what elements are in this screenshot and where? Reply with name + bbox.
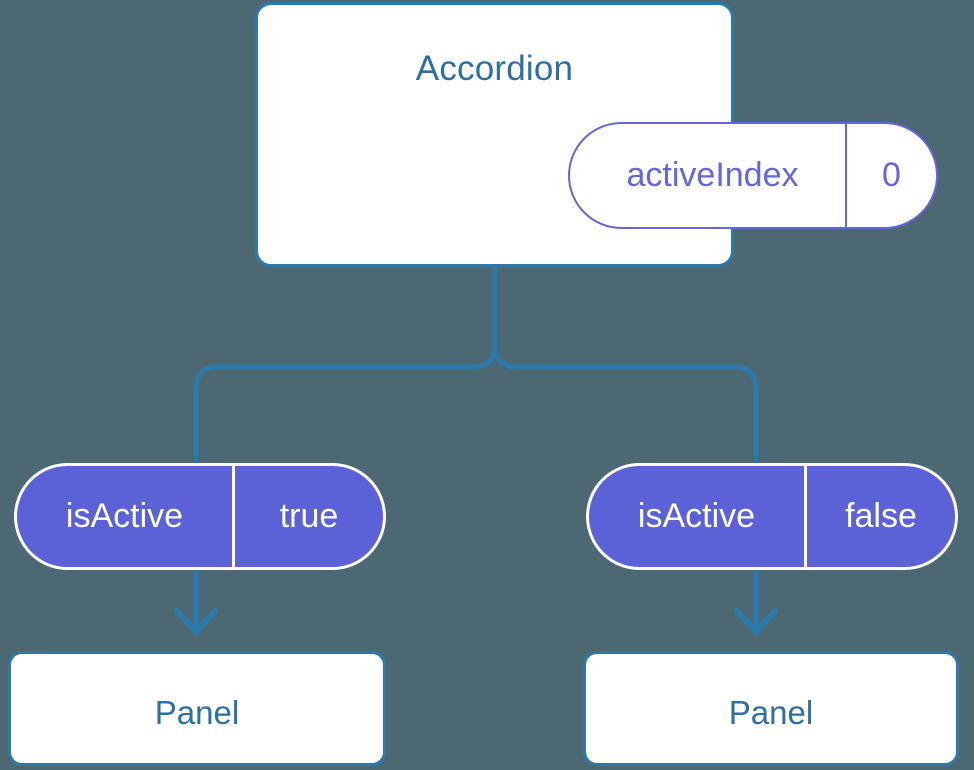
accordion-component-card[interactable]: Accordion activeIndex 0 — [255, 2, 938, 267]
connector-accordion-to-left-branch — [193, 264, 498, 466]
prop-badge-key: isActive — [637, 497, 756, 535]
connector-accordion-to-right-branch — [492, 264, 759, 466]
panel-component-title: Panel — [154, 694, 240, 731]
prop-badge-key: isActive — [65, 497, 184, 535]
accordion-component-title: Accordion — [415, 49, 574, 88]
panel-component-card-right[interactable]: Panel — [583, 651, 959, 766]
prop-badge-is-active-false[interactable]: isActive false — [586, 463, 958, 570]
prop-badge-value: 0 — [882, 156, 901, 194]
panel-component-card-left[interactable]: Panel — [8, 651, 386, 766]
arrow-head-right-icon — [734, 608, 778, 635]
arrow-head-left-icon — [174, 608, 218, 635]
prop-badge-is-active-true[interactable]: isActive true — [14, 463, 386, 570]
prop-badge-key: activeIndex — [626, 156, 799, 194]
prop-badge-value: true — [279, 497, 339, 535]
prop-badge-value: false — [845, 497, 917, 535]
prop-badge-divider — [845, 124, 847, 227]
panel-component-title: Panel — [728, 694, 814, 731]
prop-badge-divider — [804, 466, 807, 567]
prop-badge-divider — [232, 466, 235, 567]
prop-badge-active-index[interactable]: activeIndex 0 — [568, 122, 938, 229]
